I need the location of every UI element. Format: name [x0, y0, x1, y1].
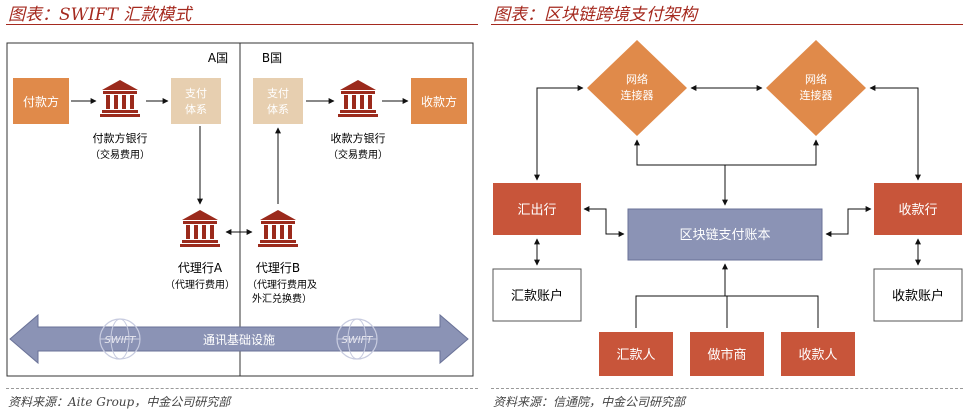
remitter-box	[599, 332, 673, 376]
remit-account-label: 汇款账户	[511, 288, 563, 304]
payee-box	[411, 78, 467, 124]
agent-bank-b-label: 代理行B	[256, 261, 300, 275]
payer-box	[13, 78, 69, 124]
country-b-frame	[239, 42, 474, 377]
left-title-rule	[6, 24, 478, 25]
payee-bank-icon	[338, 80, 378, 117]
agent-bank-a-icon	[180, 210, 220, 247]
right-source-note: 资料来源：信通院，中金公司研究部	[493, 395, 686, 409]
receiving-bank-label: 收款行	[898, 203, 937, 218]
remit-account-box	[492, 268, 582, 322]
communication-infrastructure-arrow	[9, 313, 469, 365]
right-source-rule	[491, 388, 963, 389]
right-panel-title: 图表：区块链跨境支付架构	[493, 5, 697, 25]
payee-bank-label: 收款方银行	[331, 131, 386, 145]
connector-left-line2: 连接器	[621, 89, 654, 102]
link-connectors-bracket	[634, 139, 819, 166]
link-receiving-bank-connector	[869, 85, 921, 181]
right-title-rule	[491, 24, 963, 25]
receiver-box	[781, 332, 855, 376]
payee-label: 收款方	[421, 94, 457, 109]
left-source-rule	[6, 388, 478, 389]
swift-globe-icon-left: SWIFT	[99, 318, 141, 360]
agent-bank-a-label: 代理行A	[178, 261, 223, 275]
payer-bank-label: 付款方银行	[93, 131, 148, 145]
payment-system-b-line1: 支付	[267, 87, 289, 100]
left-source-note: 资料来源：Aite Group，中金公司研究部	[8, 395, 231, 409]
connector-right-line2: 连接器	[800, 89, 833, 102]
receive-account-box	[873, 268, 963, 322]
remitting-bank-box	[493, 183, 581, 235]
link-receiving-bank-ledger	[825, 206, 872, 237]
receive-account-label: 收款账户	[892, 288, 944, 304]
payer-label: 付款方	[23, 94, 59, 109]
payment-system-a-line1: 支付	[185, 87, 207, 100]
agent-bank-b-icon	[258, 210, 298, 247]
receiver-label: 收款人	[798, 348, 837, 363]
country-a-label: A国	[208, 51, 228, 65]
agent-bank-a-fee: （代理行费用）	[165, 278, 235, 291]
blockchain-payment-diagram: 网络 连接器 网络 连接器 汇出行 收款行 区块链支付账本 汇款账户 收款账户 …	[492, 40, 963, 376]
svg-text:SWIFT: SWIFT	[341, 335, 373, 346]
network-connector-left	[587, 40, 687, 136]
payer-bank-fee: （交易费用）	[90, 148, 150, 161]
connector-left-line1: 网络	[626, 72, 648, 86]
network-connector-right	[766, 40, 866, 136]
left-panel-title: 图表：SWIFT 汇款模式	[8, 5, 192, 25]
infrastructure-label: 通讯基础设施	[203, 333, 275, 347]
swift-remittance-diagram: A国 B国 付款方 付款方银行 （交易费用） 支付 体系 支付 体系 收款方银行…	[6, 42, 474, 377]
agent-bank-b-fee-line1: （代理行费用及	[247, 278, 317, 291]
blockchain-ledger-label: 区块链支付账本	[679, 228, 770, 243]
agent-bank-b-fee-line2: 外汇兑换费）	[252, 292, 312, 305]
payee-bank-fee: （交易费用）	[328, 148, 388, 161]
payment-system-b-box	[253, 78, 303, 124]
link-remitting-bank-ledger	[583, 206, 625, 237]
link-remitting-bank-connector	[534, 85, 584, 181]
payment-system-a-line2: 体系	[185, 102, 207, 116]
payer-bank-icon	[100, 80, 140, 117]
receiving-bank-box	[874, 183, 962, 235]
payment-system-b-line2: 体系	[267, 102, 289, 116]
remitting-bank-label: 汇出行	[517, 203, 556, 218]
payment-system-a-box	[171, 78, 221, 124]
country-b-label: B国	[262, 51, 282, 65]
swift-globe-icon-right: SWIFT	[336, 318, 378, 360]
market-maker-label: 做市商	[707, 347, 746, 363]
blockchain-ledger-box	[627, 208, 823, 261]
remitter-label: 汇款人	[616, 348, 655, 363]
svg-text:SWIFT: SWIFT	[104, 335, 136, 346]
market-maker-box	[690, 332, 764, 376]
connector-right-line1: 网络	[805, 72, 827, 86]
